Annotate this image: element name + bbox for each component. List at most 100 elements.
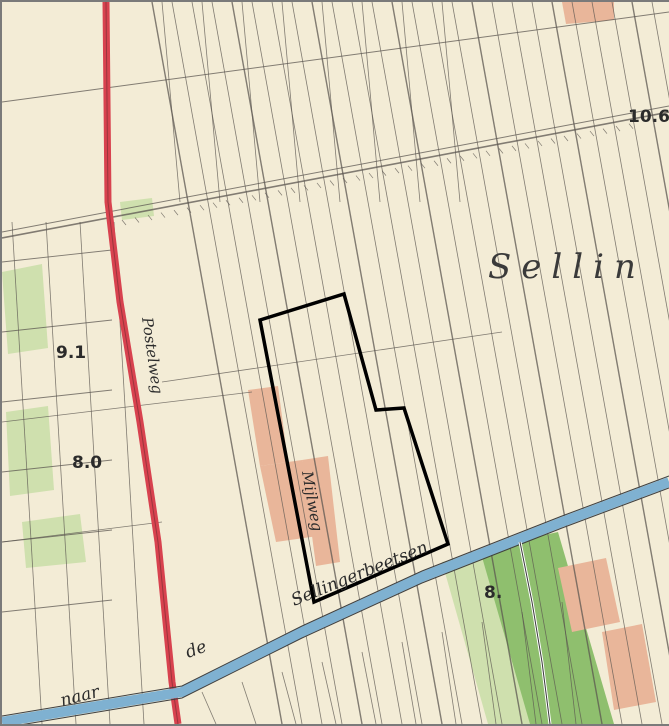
- meadow-patch: [522, 532, 614, 724]
- field-boundary-line: [576, 133, 582, 139]
- spot-height-label: 10.6: [628, 107, 669, 127]
- field-boundary-line: [511, 2, 643, 724]
- field-boundary-line: [321, 2, 341, 203]
- field-boundary-line: [161, 331, 503, 383]
- field-boundary-line: [407, 165, 413, 171]
- field-boundary-line: [199, 204, 205, 211]
- field-boundary-line: [2, 391, 253, 423]
- field-boundary-line: [441, 631, 457, 724]
- field-boundary-line: [231, 2, 363, 724]
- field-boundary-line: [281, 2, 301, 203]
- field-boundary-line: [459, 155, 465, 161]
- meadow-patch: [22, 514, 86, 568]
- field-boundary-line: [537, 140, 543, 147]
- field-boundary-line: [303, 185, 309, 191]
- field-boundary-line: [2, 599, 113, 613]
- field-boundary-line: [2, 105, 669, 233]
- field-boundary-line: [451, 2, 583, 724]
- canal: [2, 477, 669, 724]
- field-boundary-line: [151, 2, 283, 724]
- field-boundary-line: [11, 221, 43, 724]
- field-boundary-line: [628, 123, 634, 129]
- place-name-label: Sellin: [488, 247, 646, 287]
- field-boundary-line: [2, 319, 113, 333]
- field-boundary-line: [433, 160, 439, 166]
- meadow-areas: [2, 198, 614, 724]
- spot-height-label: 8.: [484, 583, 502, 603]
- field-boundary-line: [121, 219, 127, 226]
- field-boundary-line: [521, 611, 537, 724]
- field-boundary-line: [238, 197, 244, 203]
- field-boundary-line: [571, 2, 669, 543]
- field-boundary-line: [531, 2, 663, 724]
- field-boundary-line: [431, 2, 563, 724]
- field-boundary-line: [211, 2, 343, 724]
- field-boundary-line: [2, 529, 113, 543]
- spot-height-label: 9.1: [56, 343, 86, 363]
- field-boundary-line: [498, 148, 504, 154]
- field-boundary-line: [311, 2, 443, 724]
- field-boundary-line: [615, 125, 621, 132]
- field-boundary-line: [161, 2, 181, 203]
- field-boundary-line: [173, 209, 179, 216]
- field-boundary-line: [561, 601, 577, 724]
- meadow-patch: [2, 264, 48, 354]
- field-boundary-line: [391, 2, 523, 724]
- field-boundary-line: [471, 2, 603, 724]
- meadow-patch: [6, 406, 54, 496]
- field-boundary-line: [611, 2, 669, 321]
- field-boundary-line: [191, 2, 323, 724]
- field-boundary-line: [472, 153, 478, 159]
- canal-bank: [22, 487, 669, 724]
- field-boundary-line: [271, 2, 403, 724]
- field-boundary-line: [602, 128, 608, 134]
- field-boundary-line: [225, 200, 231, 206]
- field-boundary-line: [329, 180, 335, 186]
- field-boundary-line: [401, 2, 421, 203]
- built-up-area: [260, 460, 318, 542]
- field-boundary-line: [420, 162, 426, 169]
- field-boundary-line: [481, 621, 497, 724]
- field-boundary-line: [147, 214, 153, 221]
- main-road-edge: [105, 2, 179, 724]
- field-boundary-line: [264, 192, 270, 199]
- field-boundary-line: [331, 2, 463, 724]
- field-boundary-line: [79, 221, 111, 724]
- field-boundary-line: [134, 217, 140, 223]
- field-boundary-line: [186, 207, 192, 213]
- field-boundary-line: [381, 170, 387, 176]
- field-boundary-line: [2, 11, 669, 103]
- field-boundary-line: [277, 190, 283, 196]
- field-boundary-line: [361, 2, 381, 203]
- field-boundary-line: [45, 221, 77, 724]
- study-area-outline: [257, 291, 451, 605]
- canal-bank: [2, 475, 669, 717]
- field-boundary-line: [355, 175, 361, 181]
- field-boundary-line: [342, 177, 348, 184]
- field-boundary-line: [321, 661, 337, 724]
- field-boundary-line: [411, 2, 543, 724]
- field-boundary-line: [160, 212, 166, 218]
- field-boundary-line: [201, 2, 221, 203]
- field-boundary-line: [290, 187, 296, 194]
- field-boundary-line: [394, 167, 400, 174]
- field-boundary-line: [212, 202, 218, 208]
- field-boundary-line: [563, 135, 569, 142]
- field-boundary-line: [371, 2, 503, 724]
- field-boundary-line: [241, 681, 257, 724]
- field-boundary-line: [361, 651, 377, 724]
- field-boundary-line: [201, 691, 217, 724]
- meadow-patch: [480, 540, 574, 724]
- drainage-channel: [519, 541, 551, 724]
- meadow-patch: [442, 550, 542, 724]
- field-boundary-line: [241, 2, 261, 203]
- field-boundary-line: [316, 182, 322, 189]
- spot-height-label: 8.0: [72, 453, 102, 473]
- field-boundary-line: [589, 130, 595, 137]
- field-boundary-line: [368, 172, 374, 179]
- field-boundary-line: [550, 138, 556, 144]
- field-boundary-line: [291, 2, 423, 724]
